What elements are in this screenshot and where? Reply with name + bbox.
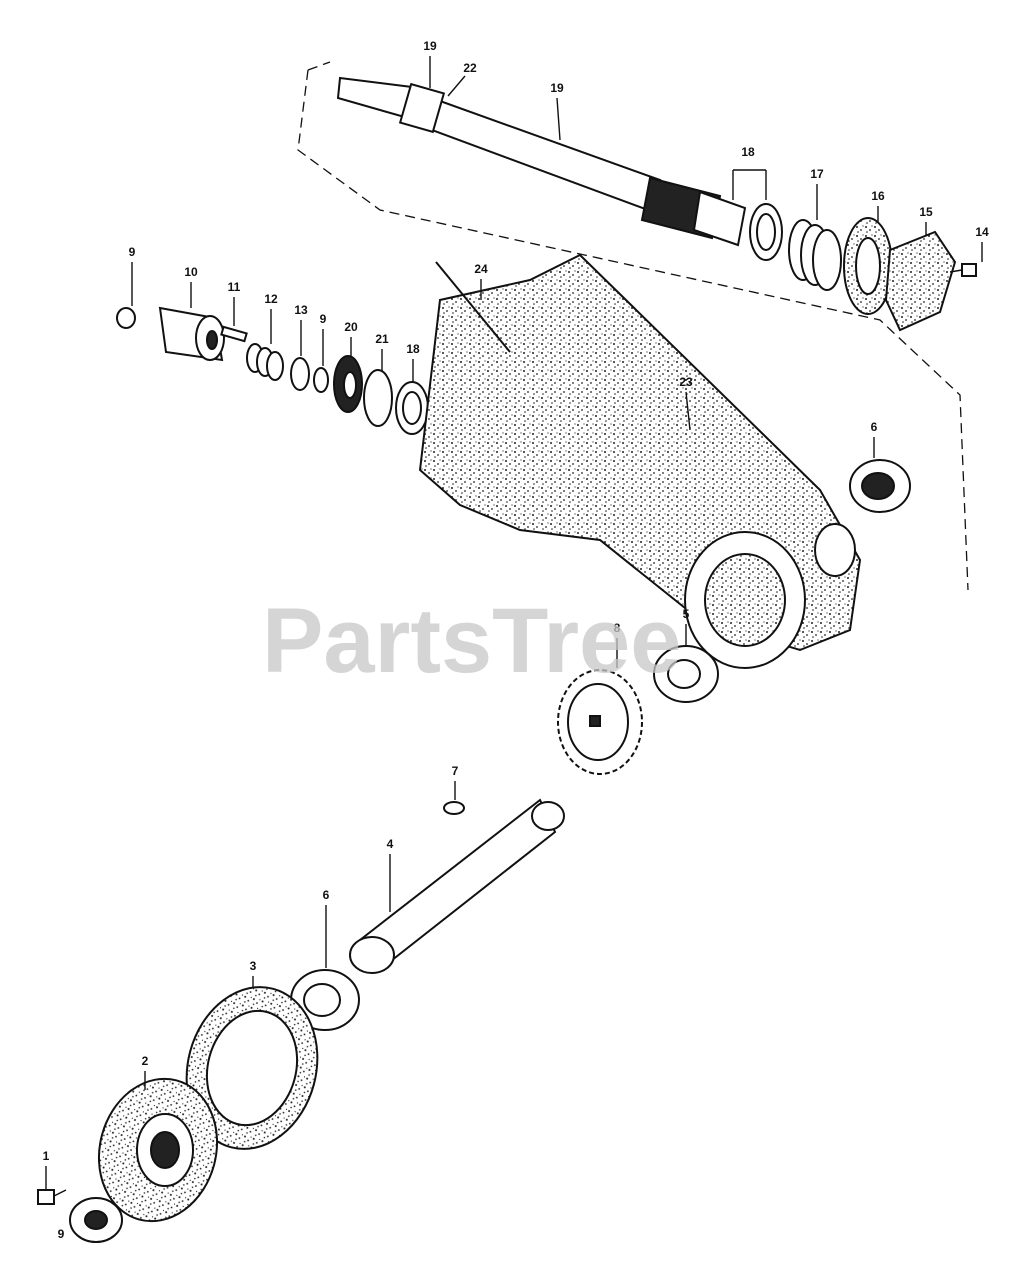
callout-c17: 17 (810, 167, 824, 181)
callout-c9b: 9 (320, 312, 327, 326)
gasket-16 (843, 217, 893, 315)
bolt-1 (37, 1189, 67, 1205)
callout-c8: 8 (614, 621, 621, 635)
gear-8 (557, 669, 643, 775)
axle-4 (349, 798, 565, 974)
spring-12 (246, 343, 284, 381)
callout-labels: 1922191817161514249101112139202118236587… (43, 39, 989, 1241)
watermark-text: PartsTree (262, 590, 681, 692)
collar-10 (158, 306, 225, 362)
callout-c11: 11 (228, 280, 241, 294)
callout-c6a: 6 (871, 420, 878, 434)
pin-11 (220, 325, 248, 343)
callout-c2: 2 (142, 1054, 149, 1068)
callout-c18a: 18 (741, 145, 755, 159)
callout-c4: 4 (387, 837, 394, 851)
callout-c5: 5 (683, 607, 690, 621)
callout-c6b: 6 (323, 888, 330, 902)
bearing-5 (653, 645, 719, 703)
callout-c14: 14 (975, 225, 989, 239)
bearing-6 (849, 459, 911, 513)
key-7 (443, 801, 465, 815)
dipstick-24 (435, 261, 511, 353)
callout-c9c: 9 (58, 1227, 65, 1241)
callout-c22: 22 (463, 61, 477, 75)
callout-c19b: 19 (550, 81, 564, 95)
callout-c19a: 19 (423, 39, 437, 53)
callout-c13: 13 (294, 303, 308, 317)
callout-c24: 24 (474, 262, 488, 276)
gasket-3 (185, 986, 319, 1150)
worm-shaft (336, 76, 747, 247)
callout-c16: 16 (871, 189, 885, 203)
washer-13 (290, 357, 310, 391)
bearing-20 (333, 355, 363, 413)
leader-lines (45, 56, 983, 1190)
callout-c20: 20 (344, 320, 358, 334)
housing-23 (418, 253, 862, 669)
snap-ring-9 (116, 307, 136, 329)
callout-c7: 7 (452, 764, 459, 778)
snap-ring-21 (363, 369, 393, 427)
seal-9 (69, 1197, 123, 1243)
callout-c1: 1 (43, 1149, 50, 1163)
callout-c9a: 9 (129, 245, 136, 259)
callout-c18b: 18 (406, 342, 420, 356)
callout-c12: 12 (264, 292, 278, 306)
callout-c15: 15 (919, 205, 933, 219)
callout-c3: 3 (250, 959, 257, 973)
bolt-14 (949, 263, 977, 277)
snap-ring-9b (313, 367, 329, 393)
bearing-cup-18b (395, 381, 429, 435)
bearing-cup-18 (749, 203, 783, 261)
cap-15 (884, 230, 957, 332)
callout-c23: 23 (679, 375, 693, 389)
cover-2 (97, 1077, 219, 1223)
callout-c21: 21 (375, 332, 389, 346)
callout-c10: 10 (184, 265, 198, 279)
spring-17 (788, 219, 842, 291)
group-boundary (297, 61, 969, 591)
